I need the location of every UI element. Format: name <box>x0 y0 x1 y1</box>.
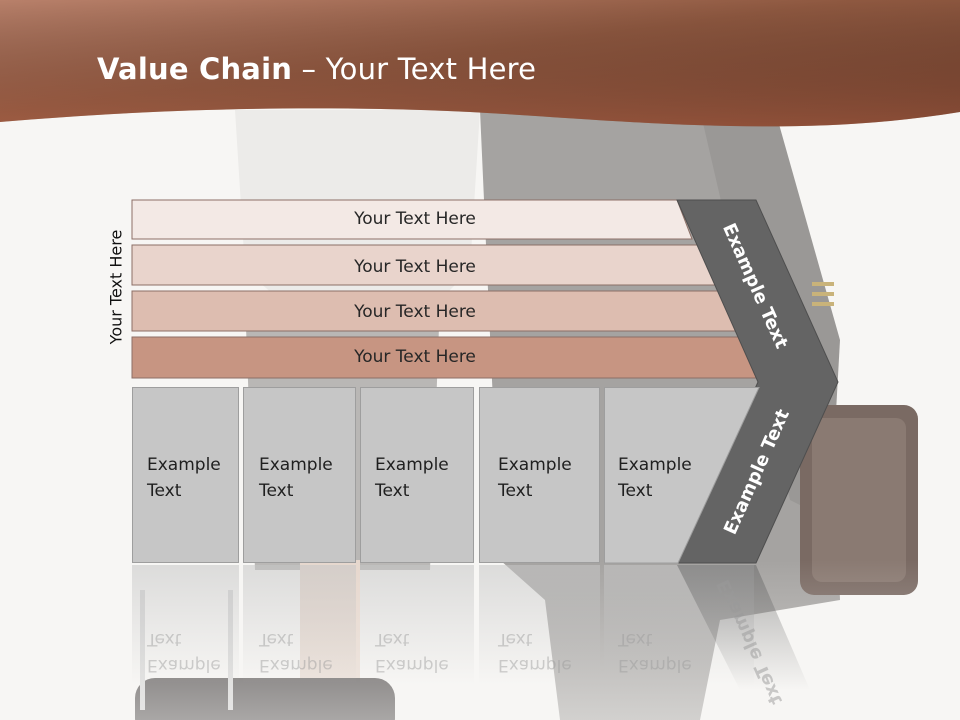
band-1 <box>131 199 693 240</box>
chevron-arrow <box>676 199 839 564</box>
activity-box-1 <box>132 387 239 563</box>
band-2-label: Your Text Here <box>354 257 476 277</box>
side-label: Your Text Here <box>106 229 126 345</box>
band-4-label: Your Text Here <box>354 347 476 367</box>
header-banner <box>0 0 960 127</box>
title-bold: Value Chain <box>97 52 293 86</box>
band-3-label: Your Text Here <box>354 302 476 322</box>
activity-box-5 <box>604 387 760 564</box>
band-1-label: Your Text Here <box>354 209 476 229</box>
title-rest: – Your Text Here <box>292 52 537 86</box>
activity-box-3 <box>360 387 474 563</box>
page-title: Value Chain – Your Text Here <box>97 52 536 86</box>
activity-box-4 <box>479 387 600 563</box>
activity-box-2 <box>243 387 356 563</box>
